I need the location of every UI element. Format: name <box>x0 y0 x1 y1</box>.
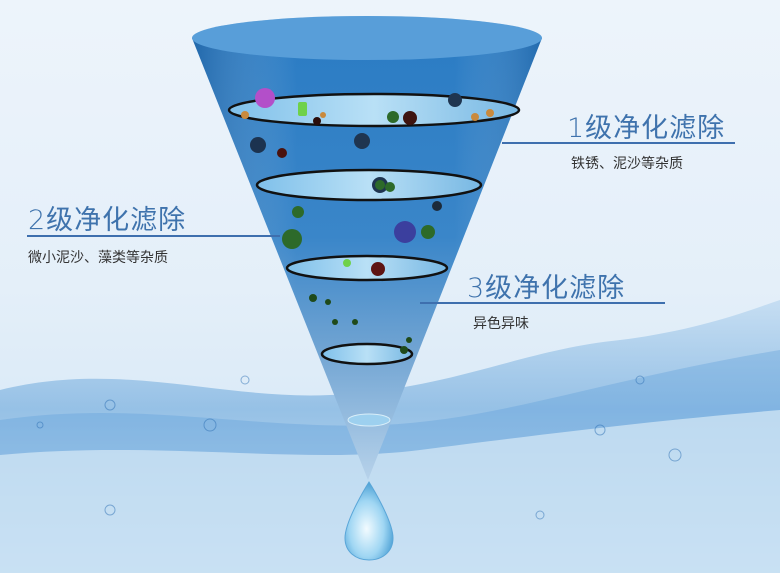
stage-1-title: 1级净化滤除 <box>567 113 726 144</box>
stage-2-description: 微小泥沙、藻类等杂质 <box>28 250 168 266</box>
water-wave-icon <box>0 300 780 573</box>
stage-2-title: 2级净化滤除 <box>28 205 187 236</box>
stage-3-divider <box>420 302 665 304</box>
stage-2-divider <box>27 235 280 237</box>
stage-1-description: 铁锈、泥沙等杂质 <box>571 156 683 172</box>
water-drop-icon <box>344 481 394 561</box>
stage-3-title: 3级净化滤除 <box>467 273 626 304</box>
stage-1-divider <box>502 142 735 144</box>
stage-3-description: 异色异味 <box>473 316 529 332</box>
bacteria-icon <box>241 88 494 354</box>
filter-disc-icon <box>347 413 391 427</box>
